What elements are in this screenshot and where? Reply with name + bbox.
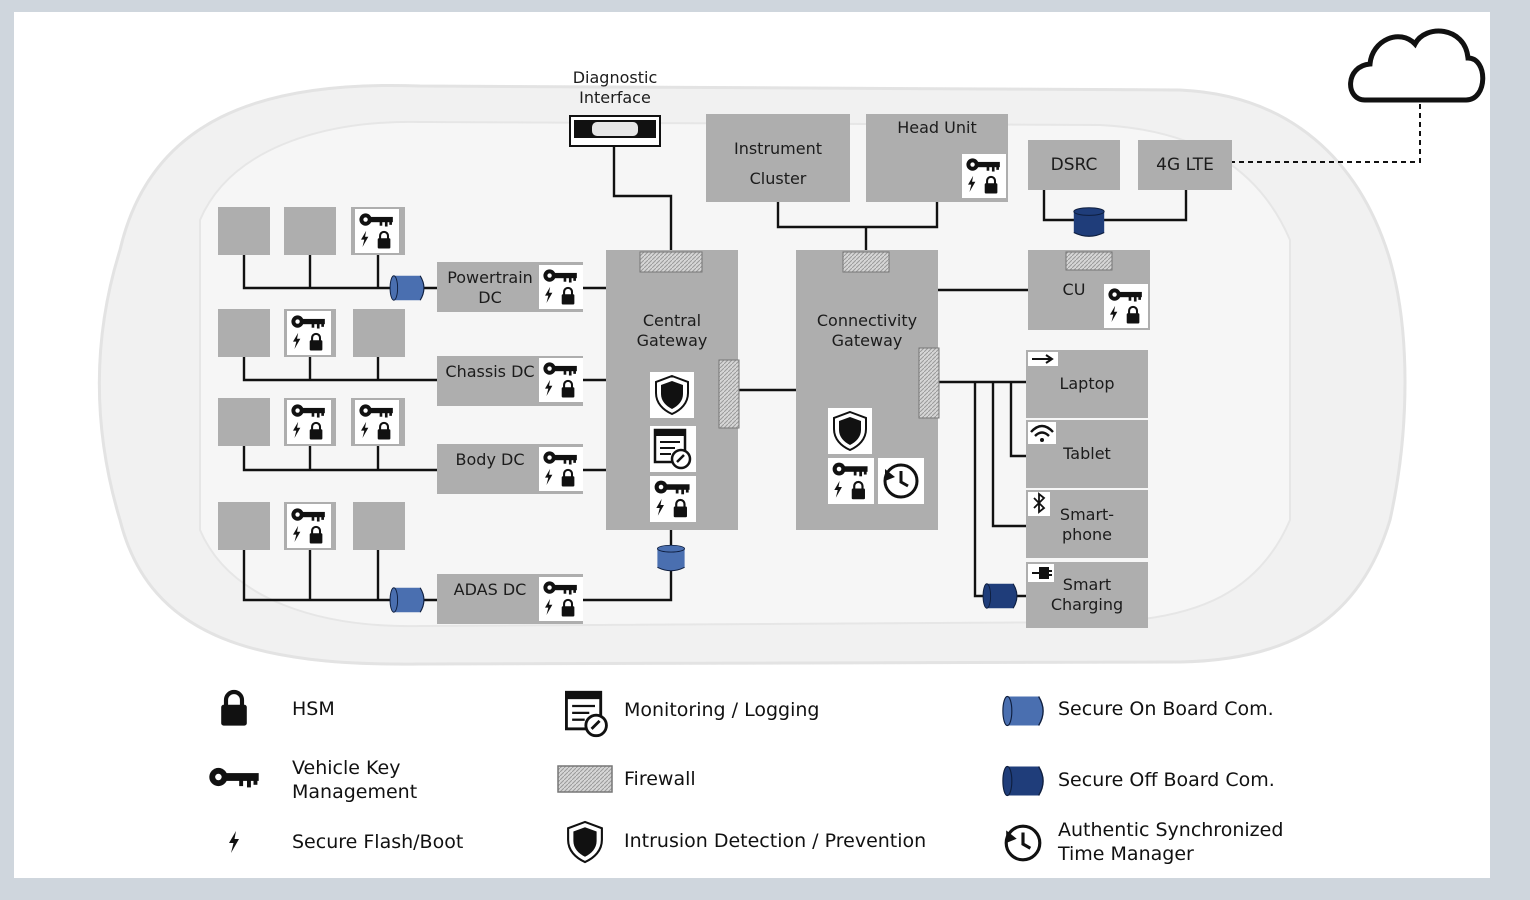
diagnostic-interface-label: Diagnostic Interface — [572, 68, 658, 107]
head-unit-label: Head Unit — [897, 118, 977, 137]
top-boxes — [706, 114, 1232, 202]
legend-monitoring: Monitoring / Logging — [624, 699, 820, 721]
legend-icons — [209, 692, 1044, 864]
laptop-label: Laptop — [1059, 374, 1115, 393]
domain-controllers — [437, 262, 583, 624]
diagnostic-port-icon — [569, 115, 661, 147]
device-boxes — [1026, 350, 1148, 628]
cloud-icon — [1348, 28, 1486, 103]
dsrc-label: DSRC — [1050, 155, 1098, 175]
legend-key-management: Vehicle Key Management — [292, 757, 418, 803]
bus-lines — [242, 146, 1188, 602]
legend-secure-flash: Secure Flash/Boot — [292, 831, 464, 853]
legend-hsm: HSM — [292, 698, 335, 720]
connectivity-gateway — [796, 250, 940, 530]
adas-dc-label: ADAS DC — [453, 580, 527, 599]
connectivity-gateway-label: Connectivity Gateway — [816, 311, 918, 350]
legend-time-manager: Authentic Synchronized Time Manager — [1058, 819, 1284, 865]
smartphone-label: Smart-phone — [1059, 505, 1115, 544]
secure-ecu-boxes — [284, 207, 405, 550]
legend-secure-offboard: Secure Off Board Com. — [1058, 769, 1275, 791]
powertrain-dc-label: Powertrain DC — [447, 268, 533, 307]
smart-charging-label: Smart Charging — [1050, 575, 1124, 614]
chassis-dc-label: Chassis DC — [445, 362, 535, 381]
ecu-boxes — [218, 207, 405, 550]
instrument-cluster-label: Instrument Cluster — [733, 139, 823, 188]
lte-label: 4G LTE — [1156, 155, 1214, 175]
legend-intrusion-detection: Intrusion Detection / Prevention — [624, 830, 927, 852]
cloud-link — [1232, 104, 1421, 163]
central-gateway — [606, 250, 740, 530]
legend-secure-onboard: Secure On Board Com. — [1058, 698, 1274, 720]
legend-firewall: Firewall — [624, 768, 696, 790]
central-gateway-label: Central Gateway — [636, 311, 708, 350]
cu-label: CU — [1062, 280, 1086, 299]
tablet-label: Tablet — [1063, 444, 1111, 463]
body-dc-label: Body DC — [455, 450, 525, 469]
cu-box — [1028, 250, 1150, 330]
